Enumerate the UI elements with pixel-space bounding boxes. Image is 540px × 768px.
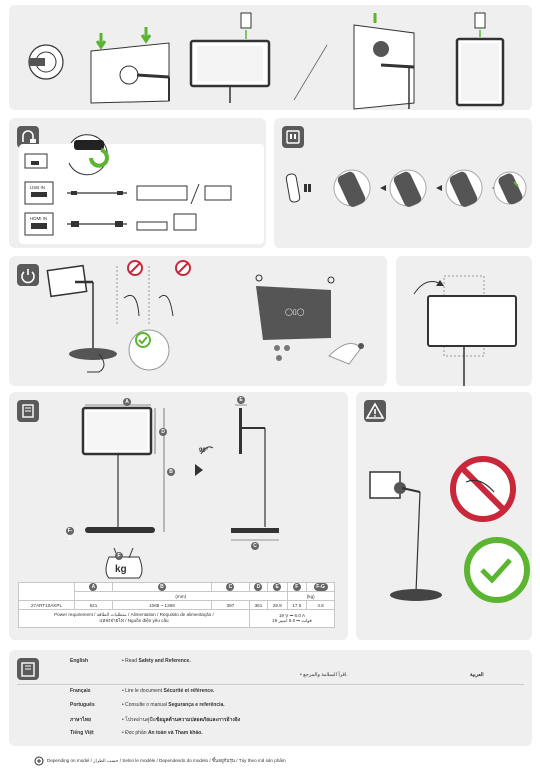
col-e: E	[273, 583, 282, 591]
model-name: 27ART10AKPL	[18, 600, 75, 610]
svg-text:◯▯◯: ◯▯◯	[285, 308, 305, 316]
lang-vi: Tiếng Việt • Đọc phần An toàn và Tham kh…	[70, 730, 203, 736]
col-a: A	[89, 583, 98, 591]
value-d: 361	[248, 600, 268, 610]
lang-en: English • Read Safety and Reference.	[70, 658, 191, 664]
remote-step-5	[493, 171, 527, 205]
footer: Depending on model / حسب الطراز / Selon …	[34, 756, 286, 766]
value-fg: 4.8	[306, 600, 335, 610]
dim-label-a: A	[123, 398, 131, 406]
col-fg: F-G	[313, 583, 328, 591]
remote-step-4	[445, 169, 483, 207]
lang-vi-text: • Đọc phần	[122, 730, 148, 736]
panel-rotation	[396, 256, 532, 386]
col-b: B	[157, 583, 166, 591]
measurement-icon	[17, 400, 39, 422]
lang-th-text: • โปรดอ่านคู่มือ	[122, 717, 156, 723]
panel-warning	[356, 392, 532, 640]
lang-ar-name: العربية	[470, 672, 484, 678]
panel-power: ◯▯◯	[9, 256, 387, 386]
col-f: F	[292, 583, 301, 591]
panel-remote	[274, 118, 532, 248]
lang-pt-bold: Segurança e referência.	[168, 702, 225, 708]
stand-with-cable	[46, 264, 117, 373]
power-label-2: แหล่งจ่ายไฟ / Nguồn điện yêu cầu	[99, 618, 169, 623]
dimension-side-view	[195, 404, 279, 541]
monitor-portrait-back	[353, 13, 415, 110]
lang-fr-text: • Lire le document	[122, 688, 164, 694]
lang-fr-bold: Sécurité et référence.	[163, 688, 215, 694]
warning-icon	[364, 400, 386, 422]
panel-connection: USB IN HDMI IN	[9, 118, 266, 248]
dim-label-c: C	[251, 542, 259, 550]
lang-ar-text: • اقرأ السلامة والمرجع.	[300, 672, 348, 678]
optional-icon	[34, 756, 44, 766]
power-label-1: Power requirement / متطلبات الطاقة / Ali…	[54, 612, 214, 617]
rotation-label: 90°	[199, 448, 209, 454]
remote-step-2	[333, 169, 371, 207]
value-c: 397	[210, 600, 250, 610]
remote-battery-icon	[282, 126, 304, 148]
manual-divider	[17, 684, 524, 685]
lang-pt: Português • Consulte o manual Segurança …	[70, 702, 225, 708]
monitor-power-button: ◯▯◯	[255, 274, 364, 365]
lang-en-bold: Safety and Reference.	[138, 658, 191, 664]
lang-fr-name: Français	[70, 688, 91, 694]
dimension-front-view	[81, 404, 165, 533]
lang-vi-name: Tiếng Việt	[70, 730, 94, 736]
divider-line	[293, 44, 328, 101]
hdmi-port-label: HDMI IN	[30, 216, 48, 221]
lang-pt-text: • Consulte o manual	[122, 702, 169, 708]
unit-kg: (kg)	[286, 591, 335, 601]
value-b: 1068 ~ 1268	[111, 600, 212, 610]
lang-fr: Français • Lire le document Sécurité et …	[70, 688, 214, 694]
manual-book-icon	[17, 658, 39, 680]
dim-label-f: F	[115, 552, 123, 560]
spec-table: A B C D E F F-G (mm) (kg) 27ART10AKPL 62…	[18, 582, 336, 628]
panel-manual	[9, 650, 532, 746]
monitor-portrait-front	[455, 12, 505, 107]
remote-step-1	[285, 173, 311, 203]
lang-pt-name: Português	[70, 702, 95, 708]
lang-en-text: • Read	[122, 658, 139, 664]
cable-connect-icon	[17, 126, 39, 148]
lang-en-name: English	[70, 658, 89, 664]
mount-ring-icon	[28, 44, 64, 80]
value-e: 29.9	[266, 600, 288, 610]
weight-scale	[105, 547, 143, 579]
power-value-1: 19 V ⎓ 6.0 A	[278, 613, 306, 618]
installation-illustration	[28, 12, 505, 110]
power-value-2: 19 فولت ⎓ 6.0 أمبير	[272, 618, 312, 623]
dim-label-d: D	[159, 428, 167, 436]
lang-vi-bold: An toàn và Tham khảo.	[147, 730, 203, 736]
weight-unit: kg	[115, 564, 127, 575]
unit-mm: (mm)	[74, 591, 288, 601]
monitor-back-install	[90, 27, 170, 104]
dim-label-g: F-G	[66, 527, 74, 542]
remote-step-3	[389, 169, 427, 207]
col-d: D	[254, 583, 263, 591]
value-f: 17.5	[286, 600, 308, 610]
panel-installation	[9, 5, 532, 110]
lang-th-bold: ข้อมูลด้านความปลอดภัยและการอ้างอิง	[155, 717, 241, 723]
footer-text: Depending on model / حسب الطراز / Selon …	[47, 757, 286, 763]
col-c: C	[226, 583, 235, 591]
dim-label-b: B	[167, 468, 175, 476]
power-icon	[17, 264, 39, 286]
dim-label-e: E	[237, 396, 245, 404]
lang-th-name: ภาษาไทย	[70, 717, 91, 723]
usb-port-label: USB IN	[30, 185, 46, 190]
monitor-front-phone	[189, 12, 271, 103]
lang-th: ภาษาไทย • โปรดอ่านคู่มือข้อมูลด้านความปล…	[70, 716, 240, 724]
value-a: 621	[74, 600, 113, 610]
